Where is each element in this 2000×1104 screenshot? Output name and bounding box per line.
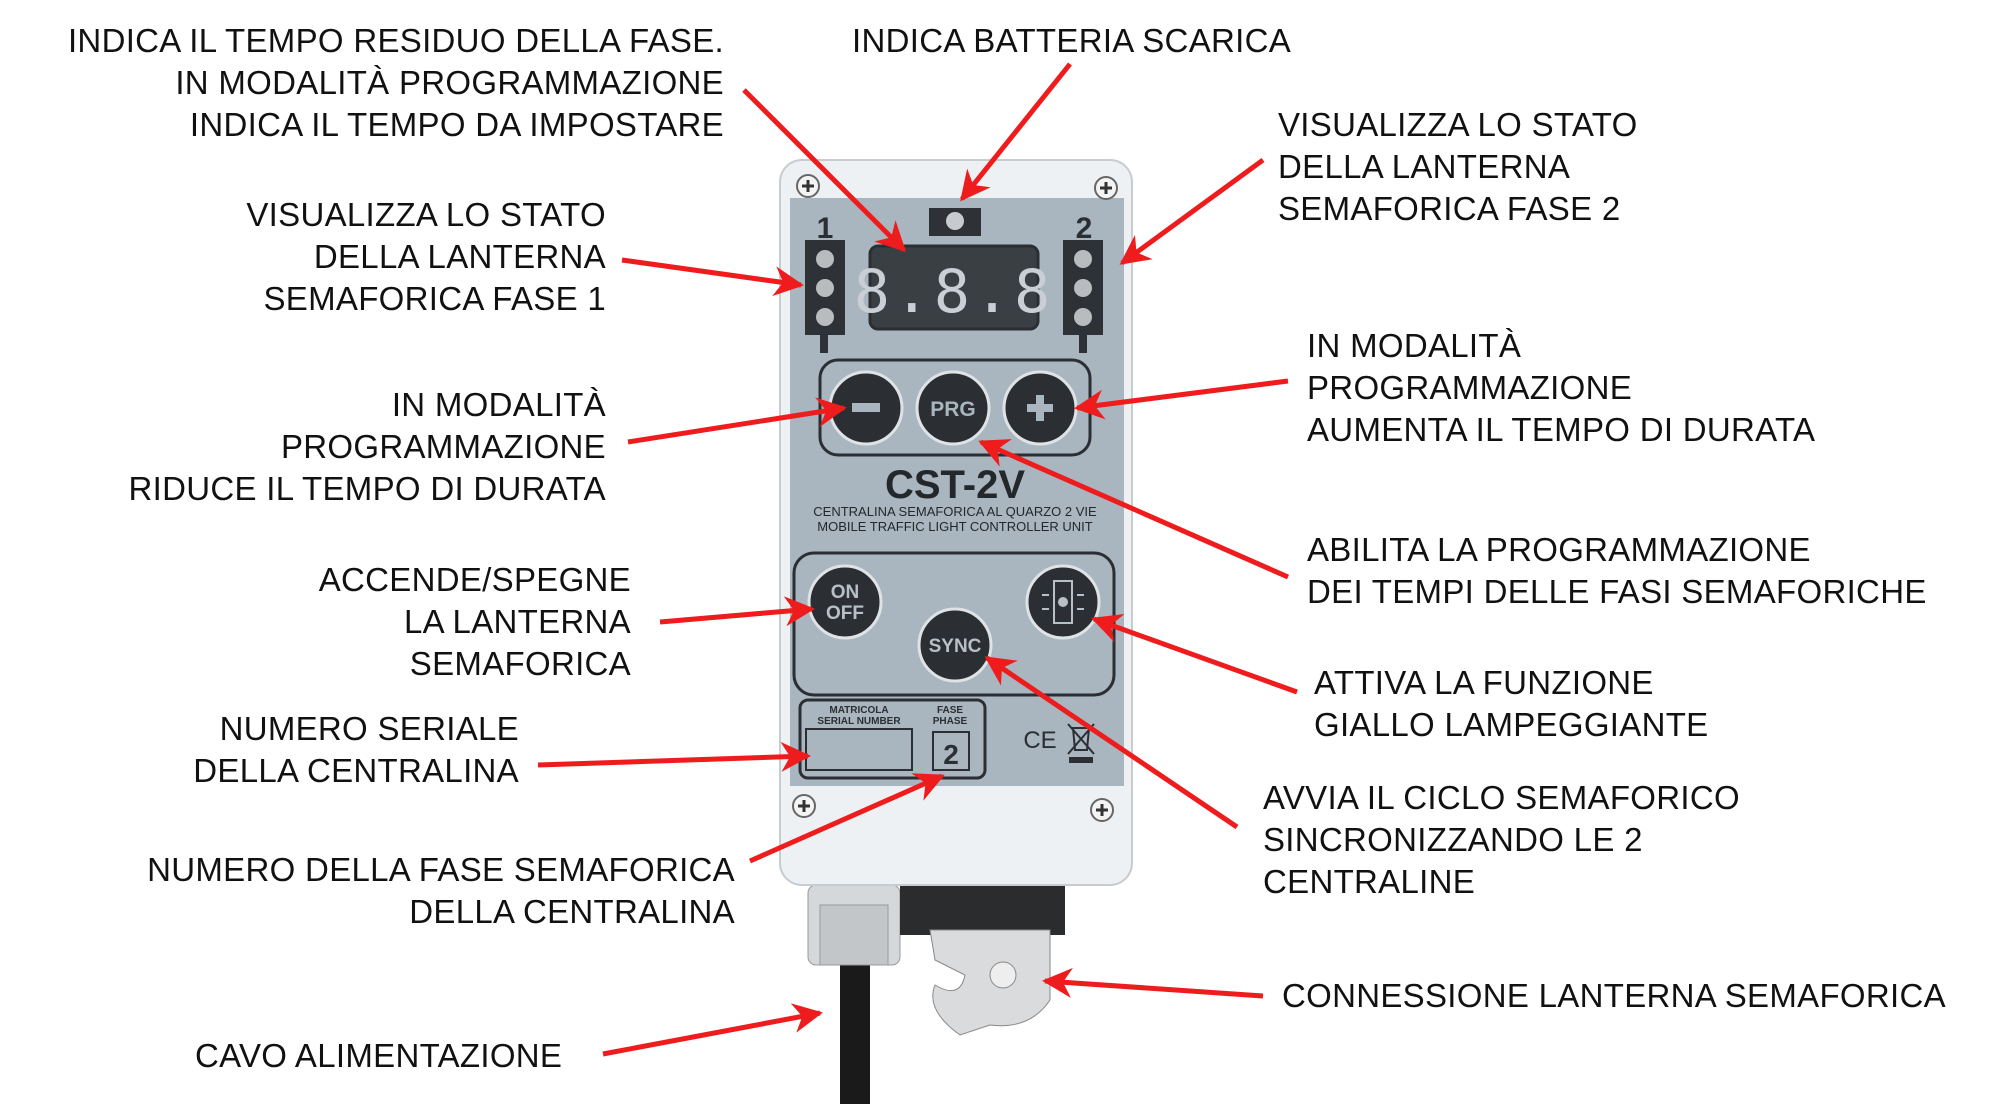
label-line: SEMAFORICA FASE 2 <box>1278 190 1621 227</box>
arrow-flashing <box>1091 614 1298 695</box>
arrow-sync <box>984 655 1239 830</box>
model-subtitle-en: MOBILE TRAFFIC LIGHT CONTROLLER UNIT <box>817 519 1093 534</box>
label-low-battery: INDICA BATTERIA SCARICA <box>852 20 1291 62</box>
label-line: DELLA LANTERNA <box>313 238 606 275</box>
model-name: CST-2V <box>885 463 1025 507</box>
label-line: LA LANTERNA <box>403 603 631 640</box>
label-line: IN MODALITÀ <box>391 386 606 423</box>
arrow-residual-time <box>742 88 907 253</box>
prg-button-label: PRG <box>930 398 976 421</box>
label-line: PROGRAMMAZIONE <box>1307 369 1633 406</box>
cable-gland <box>807 884 901 966</box>
serial-phase-box <box>798 698 987 780</box>
label-sync: AVVIA IL CICLO SEMAFORICO SINCRONIZZANDO… <box>1263 777 1740 903</box>
label-line: CONNESSIONE LANTERNA SEMAFORICA <box>1282 977 1946 1014</box>
phase-label-en: PHASE <box>933 716 968 727</box>
label-power-cable: CAVO ALIMENTAZIONE <box>195 1035 562 1077</box>
arrow-plus <box>1074 378 1289 420</box>
label-lantern-phase1: VISUALIZZA LO STATO DELLA LANTERNA SEMAF… <box>246 194 606 320</box>
label-line: DELLA LANTERNA <box>1278 148 1571 185</box>
label-line: CAVO ALIMENTAZIONE <box>195 1037 563 1074</box>
label-line: DEI TEMPI DELLE FASI SEMAFORICHE <box>1307 573 1927 610</box>
label-on-off: ACCENDE/SPEGNE LA LANTERNA SEMAFORICA <box>319 559 631 685</box>
label-line: RIDUCE IL TEMPO DI DURATA <box>128 470 606 507</box>
time-display: 8.8.8 <box>854 244 1055 331</box>
label-flashing: ATTIVA LA FUNZIONE GIALLO LAMPEGGIANTE <box>1314 662 1708 746</box>
label-line: CENTRALINE <box>1263 863 1476 900</box>
on-label: ON <box>831 582 860 603</box>
on-off-button[interactable]: ON OFF <box>807 564 883 640</box>
label-residual-time: INDICA IL TEMPO RESIDUO DELLA FASE. IN M… <box>68 20 724 146</box>
plus-button[interactable] <box>1002 370 1078 446</box>
label-line: NUMERO DELLA FASE SEMAFORICA <box>147 851 735 888</box>
arrow-on-off <box>659 596 815 627</box>
label-line: IN MODALITÀ <box>1307 327 1522 364</box>
arrow-prg <box>978 439 1290 580</box>
lantern-connector <box>929 929 1051 1036</box>
flashing-lantern-icon <box>1053 580 1073 624</box>
label-line: SINCRONIZZANDO LE 2 <box>1263 821 1643 858</box>
label-line: PROGRAMMAZIONE <box>280 428 606 465</box>
label-line: IN MODALITÀ PROGRAMMAZIONE <box>175 64 724 101</box>
label-line: ATTIVA LA FUNZIONE <box>1314 664 1654 701</box>
off-label: OFF <box>826 603 864 624</box>
model-subtitle-it: CENTRALINA SEMAFORICA AL QUARZO 2 VIE <box>813 504 1097 519</box>
ce-mark-icon: CE <box>1023 727 1056 754</box>
label-line: ABILITA LA PROGRAMMAZIONE <box>1307 531 1811 568</box>
display-digits: 8.8.8 <box>854 257 1055 327</box>
arrow-power-cable <box>602 1003 823 1057</box>
label-line: VISUALIZZA LO STATO <box>1278 106 1638 143</box>
sync-button[interactable]: SYNC <box>917 607 993 683</box>
arrow-lantern-phase1 <box>621 257 804 297</box>
arrow-lantern-phase2 <box>1119 157 1265 266</box>
lantern-phase1-indicator <box>805 240 845 353</box>
label-line: INDICA IL TEMPO DA IMPOSTARE <box>189 106 724 143</box>
label-line: VISUALIZZA LO STATO <box>246 196 606 233</box>
prg-button[interactable]: PRG <box>915 370 991 446</box>
label-line: DELLA CENTRALINA <box>193 752 519 789</box>
phase1-number: 1 <box>817 212 834 245</box>
label-line: SEMAFORICA FASE 1 <box>263 280 606 317</box>
label-program: ABILITA LA PROGRAMMAZIONE DEI TEMPI DELL… <box>1307 529 1927 613</box>
label-line: GIALLO LAMPEGGIANTE <box>1314 706 1709 743</box>
phase2-number: 2 <box>1076 212 1093 245</box>
label-lantern-phase2: VISUALIZZA LO STATO DELLA LANTERNA SEMAF… <box>1278 104 1638 230</box>
label-line: INDICA BATTERIA SCARICA <box>852 22 1292 59</box>
label-phase-number: NUMERO DELLA FASE SEMAFORICA DELLA CENTR… <box>147 849 735 933</box>
label-increase: IN MODALITÀ PROGRAMMAZIONE AUMENTA IL TE… <box>1307 325 1815 451</box>
callout-arrows <box>537 62 1298 1057</box>
label-line: INDICA IL TEMPO RESIDUO DELLA FASE. <box>67 22 724 59</box>
serial-label-it: MATRICOLA <box>829 705 888 716</box>
sync-label: SYNC <box>929 636 982 657</box>
phase-number-field <box>932 731 970 771</box>
label-line: NUMERO SERIALE <box>219 710 519 747</box>
label-line: ACCENDE/SPEGNE <box>318 561 631 598</box>
screw-icon <box>792 174 1118 822</box>
phase-label-it: FASE <box>937 705 963 716</box>
serial-label-en: SERIAL NUMBER <box>817 716 901 727</box>
label-connection: CONNESSIONE LANTERNA SEMAFORICA <box>1282 975 1946 1017</box>
flashing-yellow-button[interactable] <box>1025 564 1101 640</box>
arrow-connection <box>1042 967 1264 999</box>
label-line: AUMENTA IL TEMPO DI DURATA <box>1307 411 1816 448</box>
arrow-low-battery <box>960 62 1072 202</box>
label-line: SEMAFORICA <box>409 645 631 682</box>
arrow-serial <box>537 741 811 772</box>
label-line: AVVIA IL CICLO SEMAFORICO <box>1263 779 1740 816</box>
arrow-minus <box>627 397 847 445</box>
label-serial: NUMERO SERIALE DELLA CENTRALINA <box>193 708 519 792</box>
lantern-phase2-indicator <box>1063 240 1103 353</box>
label-decrease: IN MODALITÀ PROGRAMMAZIONE RIDUCE IL TEM… <box>129 384 607 510</box>
label-line: DELLA CENTRALINA <box>409 893 735 930</box>
connector-base <box>900 880 1065 935</box>
arrow-phase-number <box>748 773 945 864</box>
power-cable <box>840 960 870 1104</box>
battery-icon <box>929 208 981 236</box>
phase-number-value: 2 <box>943 739 959 770</box>
